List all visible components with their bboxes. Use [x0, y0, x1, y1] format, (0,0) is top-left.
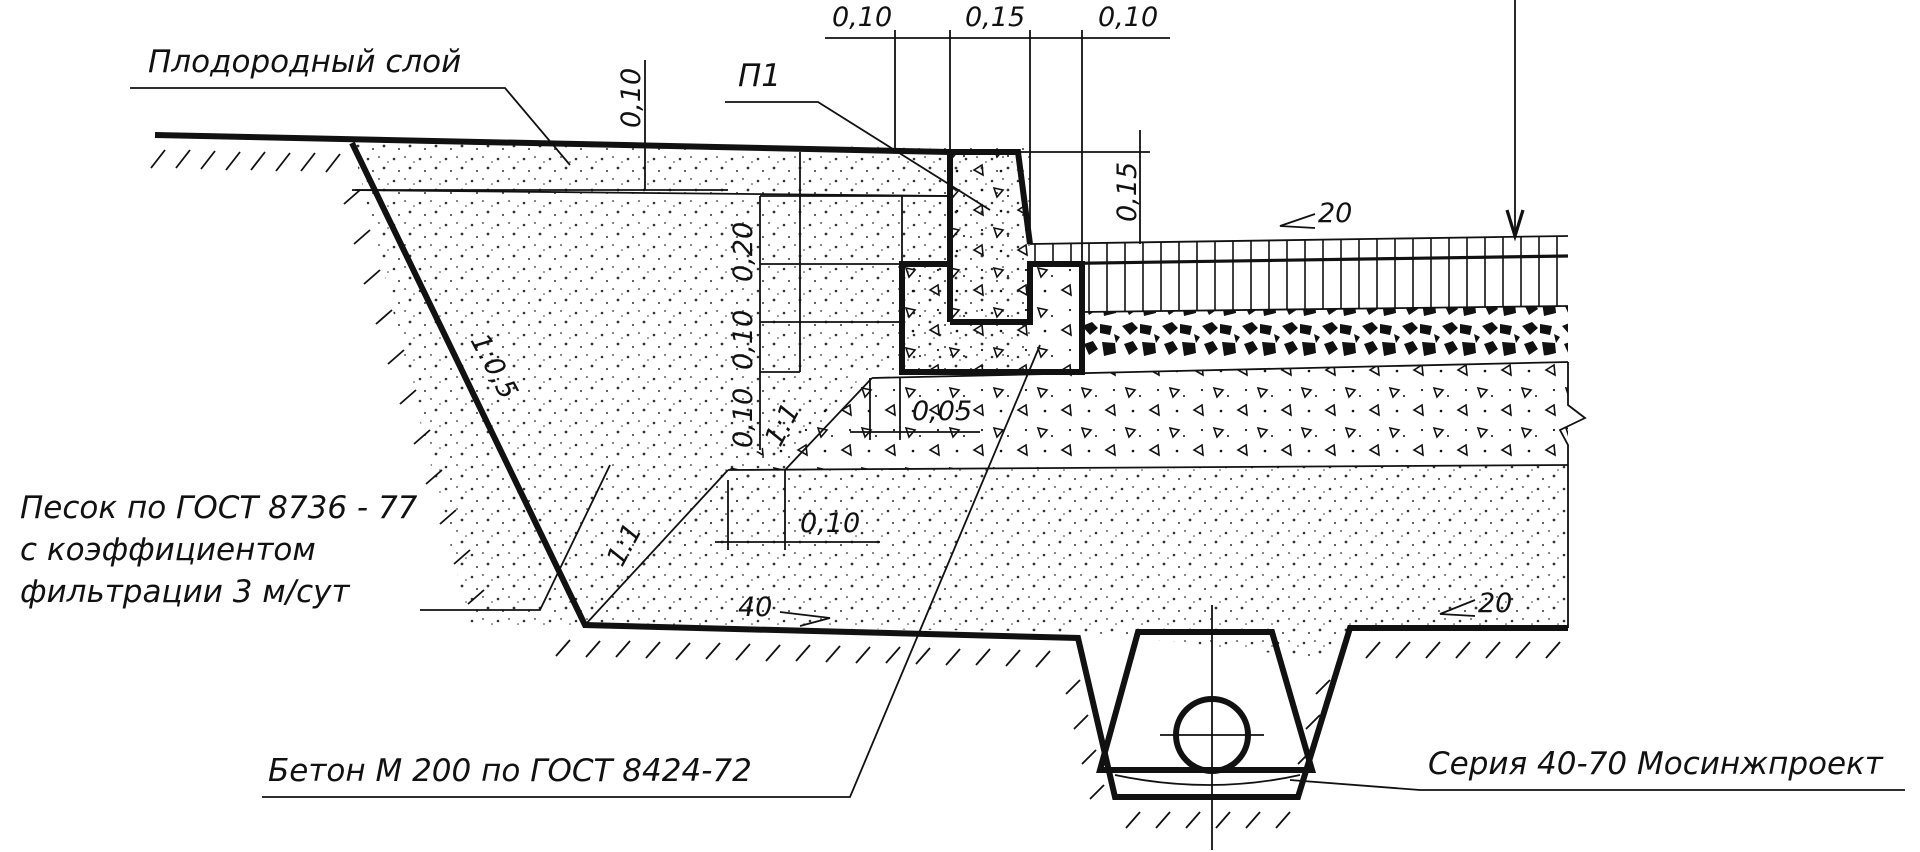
- sand-drainage-layer: [585, 465, 1568, 658]
- dim-fertile-thickness: 0,10: [616, 68, 647, 128]
- dim-top-mid: 0,15: [965, 2, 1025, 33]
- leader-lines: [130, 87, 1905, 798]
- curb-stone-p1: [899, 149, 1085, 375]
- dim-top-right: 0,10: [1098, 2, 1158, 33]
- drainage-pipe: [1096, 605, 1316, 850]
- slope-pavement: 20: [1279, 198, 1352, 229]
- dim-curb-height: 0,15: [1112, 162, 1143, 222]
- dim-top-left: 0,10: [832, 2, 892, 33]
- dim-layer-010-b: 0,10: [728, 388, 759, 448]
- dim-offset-005: 0,05: [912, 396, 972, 427]
- svg-text:40: 40: [738, 592, 772, 623]
- svg-text:20: 20: [1318, 198, 1352, 229]
- layer-step-lines: [799, 152, 950, 372]
- concrete-base-layer: [728, 362, 1568, 470]
- dim-offset-010: 0,10: [800, 508, 860, 539]
- slope-trench-bottom: 40: [738, 592, 831, 627]
- label-curb-p1: П1: [738, 58, 781, 94]
- svg-text:20: 20: [1478, 588, 1512, 619]
- label-fertile-layer: Плодородный слой: [148, 44, 461, 80]
- slope-base-right: 20: [1439, 588, 1512, 619]
- dim-layer-020: 0,20: [728, 222, 759, 282]
- label-sand-line2: с коэффициентом: [20, 532, 316, 568]
- dimension-lines: [644, 0, 1525, 550]
- label-sand-line3: фильтрации 3 м/сут: [20, 574, 351, 610]
- gravel-layer: [1082, 306, 1568, 362]
- label-sand-line1: Песок по ГОСТ 8736 - 77: [20, 490, 418, 526]
- label-series: Серия 40-70 Мосинжпроект: [1428, 746, 1884, 782]
- paving-layer: [1029, 235, 1569, 313]
- label-concrete: Бетон М 200 по ГОСТ 8424-72: [268, 753, 752, 789]
- dim-layer-010-a: 0,10: [728, 310, 759, 370]
